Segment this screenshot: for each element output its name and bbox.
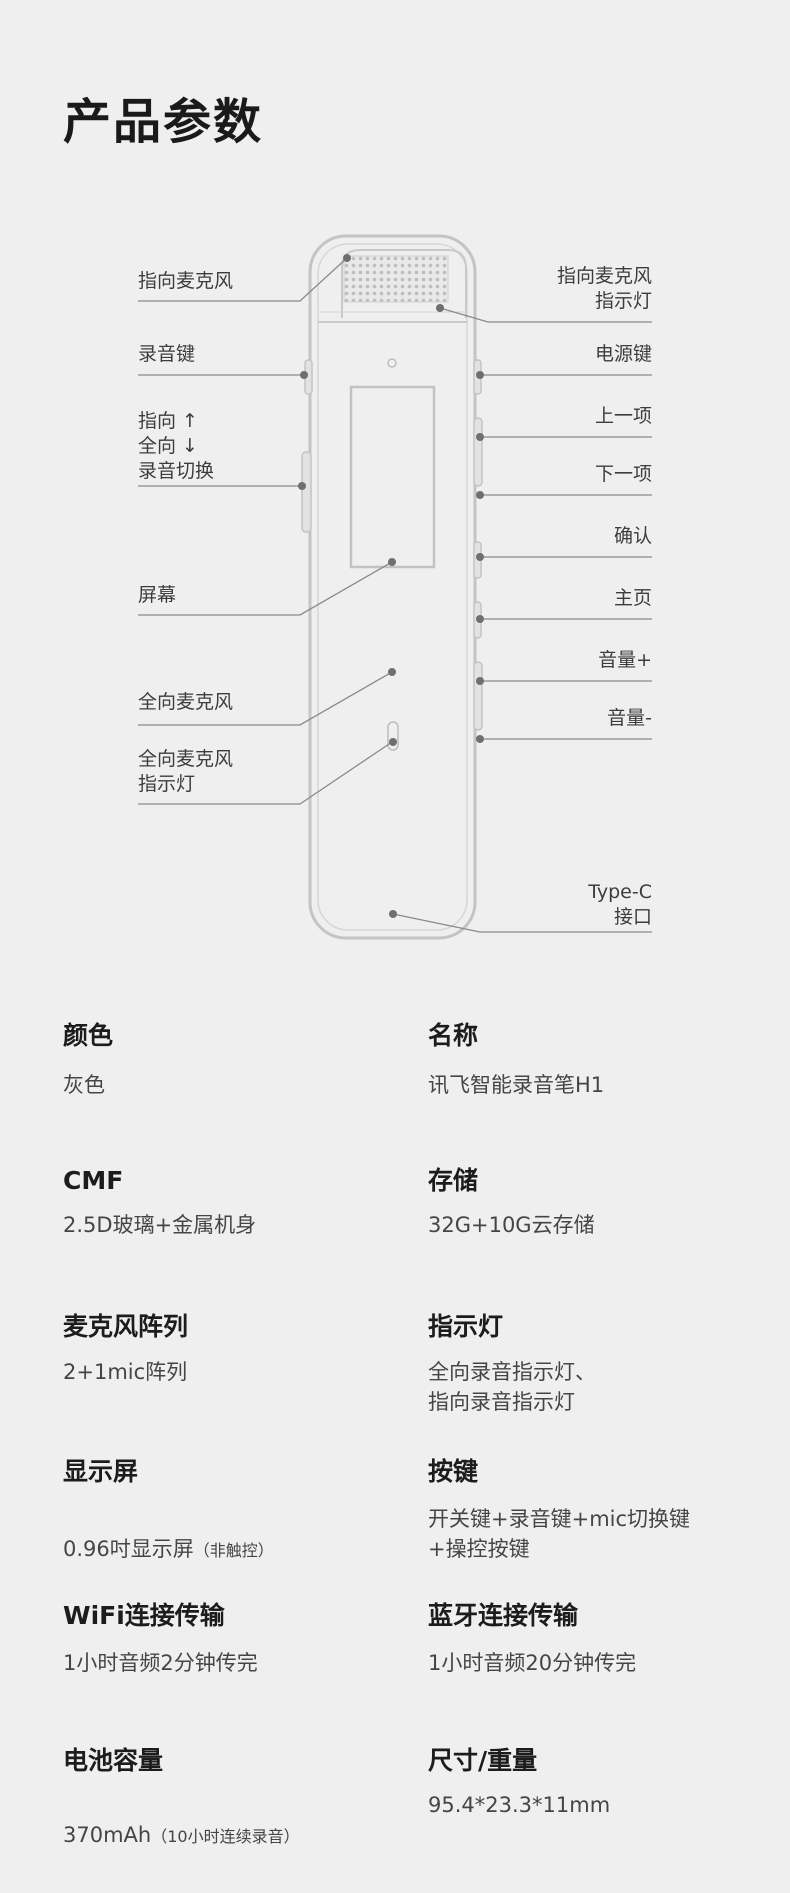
spec-name-label: 名称 [428,1021,479,1050]
mic-grille [343,255,449,303]
spec-color-value: 灰色 [63,1073,105,1097]
label-mode-switch: 指向 ↑ 全向 ↓ 录音切换 [138,410,215,482]
spec-cmf-value: 2.5D玻璃+金属机身 [63,1213,257,1237]
spec-display-main: 0.96吋显示屏 [63,1537,194,1561]
spec-bluetooth-value: 1小时音频20分钟传完 [428,1651,637,1675]
spec-name-value: 讯飞智能录音笔H1 [428,1073,605,1097]
label-screen: 屏幕 [138,584,177,606]
label-omni-mic-led: 全向麦克风 指示灯 [138,748,234,795]
spec-battery-value: 370mAh（10小时连续录音） [63,1790,300,1852]
spec-cmf-label: CMF [63,1166,124,1195]
page-title: 产品参数 [63,94,264,150]
device-diagram: 指向麦克风 录音键 指向 ↑ 全向 ↓ 录音切换 屏幕 全向麦克风 全向麦克风 … [0,220,790,940]
recorder-body [308,234,477,940]
label-type-c: Type-C 接口 [588,881,652,928]
label-next-item: 下一项 [594,463,652,485]
spec-keys-value: 开关键+录音键+mic切换键 +操控按键 [428,1507,691,1561]
label-volume-down: 音量- [607,707,652,729]
spec-keys-label: 按键 [428,1457,479,1486]
spec-mic-array-label: 麦克风阵列 [63,1312,189,1341]
label-record-key: 录音键 [138,343,196,365]
label-directional-mic-led: 指向麦克风 指示灯 [556,265,652,312]
spec-wifi-value: 1小时音频2分钟传完 [63,1651,258,1675]
spec-storage-label: 存储 [428,1166,479,1195]
spec-display-value: 0.96吋显示屏（非触控） [63,1504,274,1566]
spec-battery-note: （10小时连续录音） [151,1827,300,1846]
device-illustration [138,234,652,940]
spec-indicator-label: 指示灯 [428,1312,504,1341]
label-prev-item: 上一项 [594,405,652,427]
spec-bluetooth-label: 蓝牙连接传输 [428,1601,579,1630]
spec-color-label: 颜色 [63,1021,114,1050]
spec-wifi-label: WiFi连接传输 [63,1601,225,1630]
screen-outline [349,385,436,569]
label-directional-mic: 指向麦克风 [138,270,234,292]
spec-display-note: （非触控） [193,1541,274,1560]
label-confirm: 确认 [613,525,652,547]
spec-battery-main: 370mAh [63,1823,152,1847]
spec-display-label: 显示屏 [63,1457,139,1486]
spec-mic-array-value: 2+1mic阵列 [63,1360,188,1384]
spec-battery-label: 电池容量 [63,1746,164,1775]
label-power-key: 电源键 [594,343,652,365]
label-omni-mic: 全向麦克风 [138,691,234,713]
spec-size-weight-value: 95.4*23.3*11mm [428,1793,611,1817]
label-home: 主页 [613,587,652,609]
spec-storage-value: 32G+10G云存储 [428,1213,595,1237]
spec-size-weight-label: 尺寸/重量 [428,1746,538,1775]
label-volume-up: 音量+ [598,649,652,671]
spec-indicator-value: 全向录音指示灯、 指向录音指示灯 [428,1360,596,1414]
